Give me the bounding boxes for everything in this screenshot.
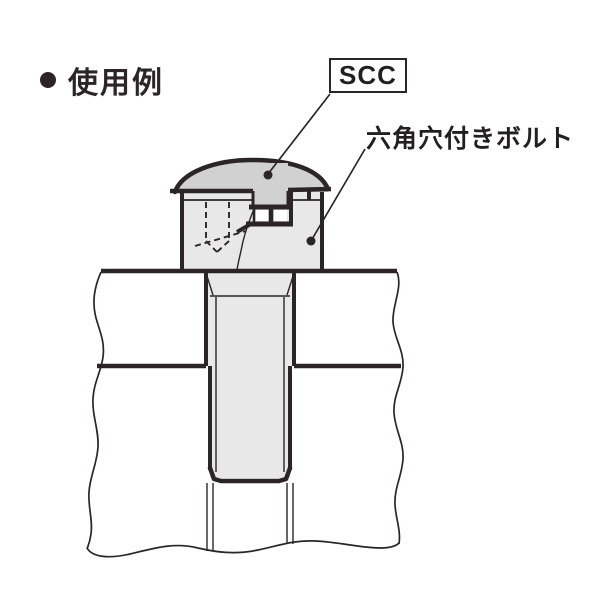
break-line-left bbox=[86, 271, 105, 550]
cap-dome-fill bbox=[175, 160, 328, 192]
socket-cone-line bbox=[235, 223, 251, 234]
lower-plate bbox=[210, 366, 290, 478]
socket-gap-right bbox=[274, 210, 287, 221]
upper-plate bbox=[204, 271, 296, 366]
scc-callout-label: SCC bbox=[339, 60, 397, 90]
break-line-right bbox=[392, 271, 404, 545]
hole-chamfer-right bbox=[286, 272, 295, 296]
plate-lines bbox=[86, 268, 404, 558]
bolt-shank-in-hole bbox=[206, 271, 294, 366]
scc-leader-dot bbox=[263, 170, 273, 180]
socket-gap-left bbox=[256, 210, 268, 221]
socket-cone-hidden bbox=[216, 240, 230, 253]
bolt-shank-lower bbox=[210, 366, 290, 478]
section-heading-label: 使用例 bbox=[68, 67, 164, 100]
bolt-shank bbox=[206, 297, 294, 551]
bolt-tip bbox=[207, 465, 293, 484]
scc-cap bbox=[170, 157, 332, 234]
bolt-leader-line bbox=[310, 148, 366, 242]
break-line-bottom bbox=[86, 540, 400, 558]
leader-lines bbox=[263, 93, 366, 246]
socket-section-detail bbox=[235, 189, 293, 234]
cap-brim-right bbox=[287, 186, 332, 193]
socket-cone-hidden-long bbox=[194, 230, 247, 247]
hole-chamfer-left bbox=[205, 272, 214, 296]
bullet-icon bbox=[40, 72, 56, 88]
section-heading: 使用例 bbox=[40, 58, 164, 102]
bolt-leader-dot bbox=[306, 236, 316, 246]
bolt-callout-label: 六角穴付きボルト bbox=[366, 125, 575, 153]
scc-callout-box: SCC bbox=[329, 58, 407, 93]
scc-leader-line bbox=[267, 93, 331, 175]
cap-dome-outline bbox=[172, 157, 331, 195]
hidden-hex-socket bbox=[194, 202, 247, 253]
